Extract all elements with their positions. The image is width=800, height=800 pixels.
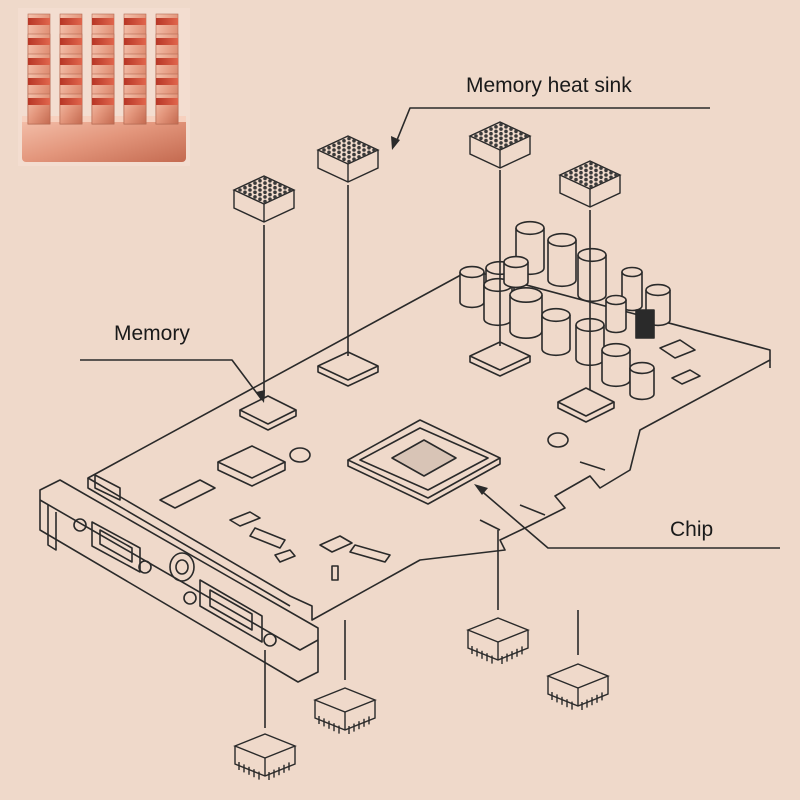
heat-sink-bottom-1 bbox=[466, 617, 530, 664]
capacitor bbox=[601, 342, 631, 388]
heat-sink-bottom-4 bbox=[233, 733, 297, 780]
heat-sink-top-2 bbox=[316, 135, 380, 183]
memory-leader bbox=[80, 359, 263, 401]
chip-leader bbox=[477, 487, 780, 549]
capacitor bbox=[509, 286, 543, 339]
capacitor bbox=[577, 247, 607, 303]
heat-sink-bottom-2 bbox=[546, 663, 610, 710]
capacitor bbox=[459, 265, 485, 309]
heat-sink-top-1 bbox=[232, 175, 296, 223]
copper-heat-sink-icon bbox=[22, 13, 186, 162]
memory-heat-sink-leader bbox=[394, 107, 710, 146]
capacitor bbox=[547, 232, 577, 288]
chip-label: Chip bbox=[670, 518, 714, 541]
memory-heat-sink-label: Memory heat sink bbox=[466, 74, 632, 97]
heat-sink-bottom-3 bbox=[313, 687, 377, 734]
copper-heat-sink-photo bbox=[18, 8, 190, 166]
capacitor bbox=[503, 255, 529, 289]
arrowhead-chip bbox=[474, 484, 488, 495]
svideo-connector bbox=[169, 552, 195, 582]
heat-sink-top-3 bbox=[468, 121, 532, 169]
dvi-connector bbox=[199, 579, 263, 643]
memory-label: Memory bbox=[114, 322, 190, 345]
inductor bbox=[635, 309, 655, 339]
capacitor bbox=[621, 266, 643, 312]
component-block bbox=[671, 369, 701, 385]
capacitor bbox=[541, 307, 571, 357]
pcb-board bbox=[87, 269, 771, 621]
component-block bbox=[217, 445, 286, 479]
heat-sink-top-4 bbox=[558, 160, 622, 208]
arrowhead-heat-sink bbox=[391, 136, 400, 150]
io-bracket bbox=[39, 479, 319, 683]
arrowhead-memory bbox=[256, 390, 265, 403]
capacitor bbox=[605, 294, 627, 334]
capacitor bbox=[629, 361, 655, 401]
component-block bbox=[659, 339, 696, 359]
vga-connector bbox=[91, 521, 141, 573]
